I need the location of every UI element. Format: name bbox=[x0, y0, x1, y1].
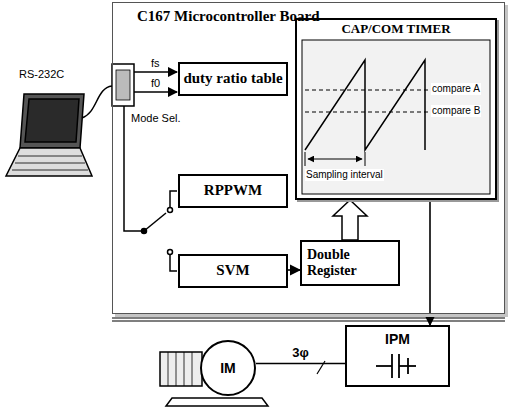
signal-name: f0 bbox=[150, 77, 161, 90]
laptop-icon bbox=[6, 94, 92, 176]
block-heading: CAP/COM TIMER bbox=[341, 22, 450, 37]
motor-circle: IM bbox=[200, 340, 256, 396]
switch-label: Mode Sel. bbox=[130, 112, 182, 125]
phase-label: 3φ bbox=[291, 346, 310, 361]
mode-switch bbox=[124, 106, 177, 271]
compare-label: compare B bbox=[431, 105, 481, 117]
port-label: RS-232C bbox=[18, 68, 65, 81]
process-box: SVM bbox=[178, 254, 288, 288]
box-label: duty ratio table bbox=[183, 70, 282, 87]
compare-label: compare A bbox=[431, 83, 481, 95]
interval-label: Sampling interval bbox=[305, 169, 384, 181]
process-box: RPPWM bbox=[178, 174, 288, 208]
ipm-symbol bbox=[376, 354, 416, 378]
box-label: Double Register bbox=[307, 247, 393, 279]
signal-line bbox=[256, 363, 345, 365]
separator-line bbox=[112, 318, 505, 321]
serial-cable bbox=[82, 86, 112, 118]
box-label: IM bbox=[220, 360, 236, 376]
inverter-module: IPM bbox=[345, 325, 450, 387]
signal-line bbox=[288, 269, 300, 271]
box-label: IPM bbox=[385, 331, 410, 347]
connector-plug bbox=[112, 64, 134, 106]
signal-line bbox=[429, 200, 431, 325]
signal-name: fs bbox=[150, 57, 161, 70]
timer-waveform bbox=[302, 40, 490, 194]
process-box: duty ratio table bbox=[178, 62, 288, 96]
signal-wire bbox=[134, 71, 177, 73]
board-outline: C167 Microcontroller Board duty ratio tab… bbox=[112, 2, 505, 314]
signal-wire bbox=[134, 91, 177, 93]
box-label: RPPWM bbox=[204, 182, 262, 199]
connector-pins bbox=[116, 70, 130, 100]
board-title: C167 Microcontroller Board bbox=[137, 8, 319, 25]
block-arrow bbox=[333, 200, 367, 240]
register-box: Double Register bbox=[300, 240, 400, 286]
box-label: SVM bbox=[216, 262, 249, 279]
